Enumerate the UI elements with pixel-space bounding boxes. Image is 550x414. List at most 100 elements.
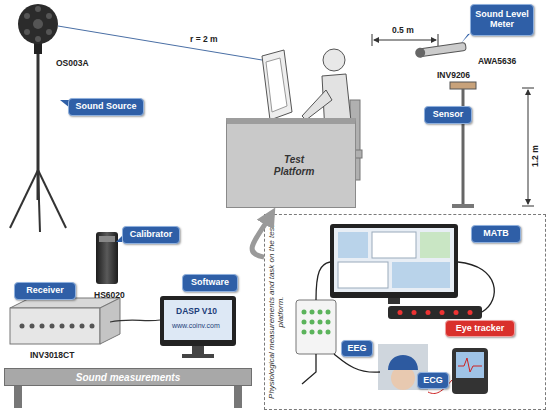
laptop-monitor-part [262,50,292,120]
matb-monitor-part [330,224,458,298]
node-text: ECG [423,376,443,386]
sound-source-speaker-part [35,36,41,42]
dimension-0-5m [372,34,438,46]
label-box: Receiver [14,282,76,300]
receiver-device-part [10,308,100,344]
sound-source-speaker-part [10,170,38,228]
receiver-device-part [70,324,75,329]
distance-line-part [58,26,262,60]
sound-source-speaker [10,4,70,232]
node-text: Calibrator [130,230,173,240]
label-box: ECG [417,372,449,389]
eye-tracker-bar-part [412,310,417,315]
node-text: Software [191,278,229,288]
matb-monitor-part [338,232,368,258]
cables-part [302,354,316,384]
curved-arrow [252,214,271,257]
laptop-monitor [262,50,292,120]
ecg-device-part [456,352,484,378]
annotation-label: HS6020 [94,290,125,300]
sound-source-speaker-part [33,19,43,29]
eye-tracker-bar [388,306,482,319]
label-box: EEG [341,340,373,357]
annotation-label: AWA5636 [478,56,516,66]
annotation-label: INV3018CT [30,350,74,360]
eeg-amplifier-part [302,330,307,335]
sensor-stand-part [452,204,474,208]
label-box: Software [182,274,238,292]
eeg-amplifier-part [318,310,323,315]
ecg-device-part [452,348,488,394]
eeg-amplifier-part [302,310,307,315]
receiver-device-part [20,324,25,329]
annotation-label: 1.2 m [530,145,540,167]
software-monitor-part [164,300,232,340]
sound-source-speaker-part [46,13,52,19]
sound-source-speaker-part [46,29,52,35]
ecg-device-part [458,358,482,372]
dimension-0-5m-part [374,40,436,41]
matb-monitor-part [392,262,450,288]
matb-monitor-part [388,298,400,304]
calibrator-device-part [96,232,118,284]
matb-monitor [330,224,458,304]
eeg-cap-photo-part [388,355,418,370]
subject-and-chair-part [302,90,332,120]
eeg-amplifier [296,300,336,354]
cables-part [458,262,494,312]
node-text: Test Platform [263,154,325,177]
node-text: Sound measurements [76,372,180,383]
eeg-amplifier-part [302,320,307,325]
receiver-device-part [60,324,65,329]
eye-tracker-bar-part [388,306,482,319]
annotation-label: www.coinv.com [172,322,220,329]
eye-tracker-bar-part [440,310,445,315]
bench-legs-part [14,386,22,408]
dimension-1-2m-part [522,88,534,89]
node-text: MATB [483,229,508,239]
sound-level-meter-device-part [415,47,426,58]
eeg-amplifier-part [318,330,323,335]
annotation-label: r = 2 m [190,34,218,44]
eeg-amplifier-part [326,330,331,335]
software-monitor-part [182,354,214,358]
eeg-amplifier-part [310,320,315,325]
node-text: Receiver [26,286,64,296]
annotation-label: INV9206 [437,70,470,80]
dimension-0-5m-part [438,34,439,46]
receiver-cable [110,320,160,322]
sound-source-speaker-part [37,54,40,200]
matb-monitor-part [420,232,450,258]
receiver-cable-part [110,320,160,322]
test-platform-desk: Test Platform [226,118,356,208]
subject-and-chair-part [323,49,345,71]
sound-source-speaker-part [38,170,66,228]
node-text: Eye tracker [456,324,505,334]
eye-tracker-bar-part [468,310,473,315]
node-text: Sensor [433,110,464,120]
receiver-device-part [90,324,95,329]
matb-monitor-part [334,228,454,292]
calibrator-device-part [99,236,115,242]
sound-source-speaker-part [24,13,30,19]
eeg-amplifier-part [310,310,315,315]
bench-band: Sound measurements [4,368,252,386]
eye-tracker-bar-part [454,310,459,315]
eye-tracker-bar-part [426,310,431,315]
dimension-1-2m-part [522,206,534,207]
matb-monitor-part [338,262,388,288]
annotation-label: OS003A [56,58,89,68]
node-text: Sound Source [75,102,136,112]
matb-monitor-part [372,232,416,258]
bench-legs [14,386,242,408]
label-box: Sound Source [68,98,144,116]
eye-tracker-bar-part [398,310,403,315]
rotated-group-title: Physiological measurements and task on t… [267,220,285,405]
annotation-label: DASP V10 [176,306,217,316]
sound-level-meter-device-part [460,34,471,43]
dimension-0-5m-part [372,34,373,46]
sound-level-meter-device [414,34,473,59]
node-text: EEG [347,344,366,354]
label-box: Sound Level Meter [470,4,534,36]
eeg-amplifier-part [310,330,315,335]
